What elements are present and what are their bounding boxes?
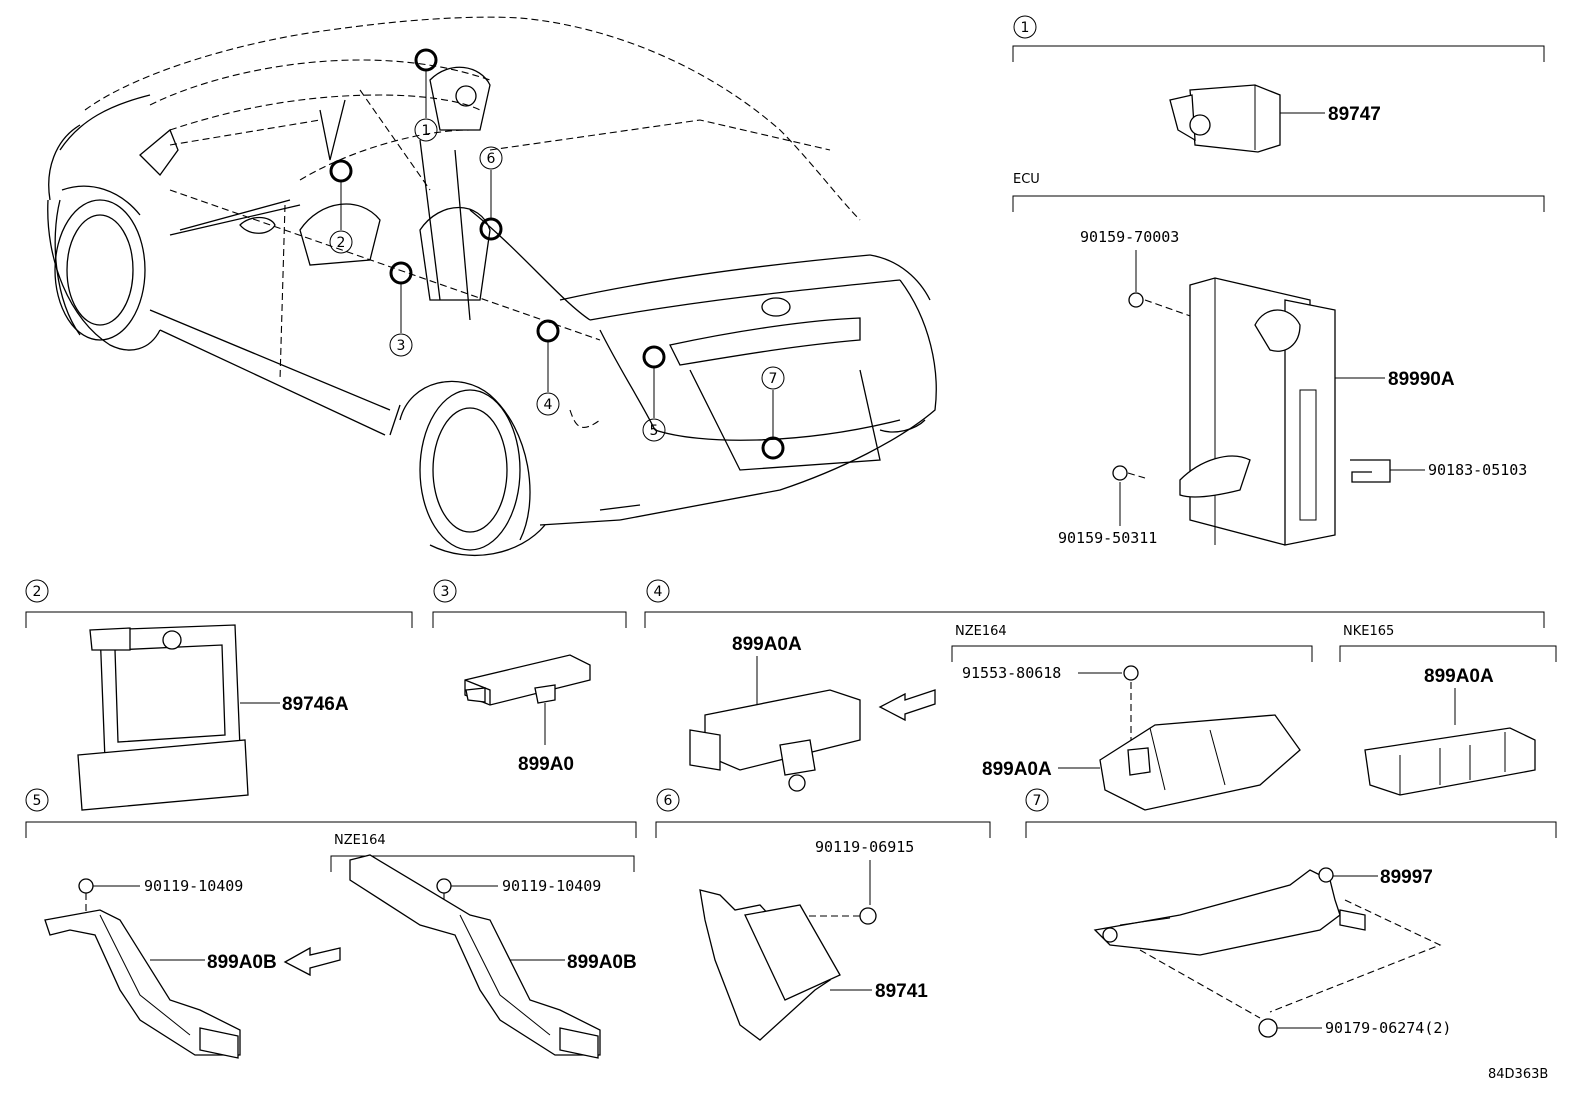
nke165-label: NKE165 [1343,624,1394,639]
part-90119-06915: 90119-06915 [815,838,914,856]
section-6: 6 90119-06915 89741 [655,788,991,1041]
section-7: 7 89997 90179-06274(2) [1025,788,1557,1038]
car-illustration [47,16,937,557]
part-89747: 89747 [1328,104,1381,125]
callout-1: 1 [422,123,431,139]
callout-3: 3 [397,338,406,354]
part-90183-05103: 90183-05103 [1428,461,1527,479]
part-89746A: 89746A [282,694,349,715]
section-5: 5 90119-10409 899A0B NZE164 90119-10409 … [25,788,637,1059]
part-89997: 89997 [1380,867,1433,888]
callout-6: 6 [487,151,496,167]
part-89741: 89741 [875,981,928,1002]
callout-leaders [340,70,774,438]
section-number: 1 [1021,20,1030,36]
part-899A0A-nze: 899A0A [982,759,1052,780]
nze164-label-s5: NZE164 [334,833,386,848]
section-number: 6 [664,793,673,809]
section-number: 5 [33,793,42,809]
location-markers [329,48,785,460]
ecu-label: ECU [1013,172,1040,187]
part-899A0B-right: 899A0B [567,952,637,973]
part-90119-10409-left: 90119-10409 [144,877,243,895]
part-89990A: 89990A [1388,369,1455,390]
part-899A0B-left: 899A0B [207,952,277,973]
part-90159-70003: 90159-70003 [1080,228,1179,246]
part-90159-50311: 90159-50311 [1058,529,1157,547]
section-number: 3 [441,584,450,600]
part-91553-80618: 91553-80618 [962,664,1061,682]
section-number: 7 [1033,793,1042,809]
callout-2: 2 [337,235,346,251]
callout-4: 4 [544,397,553,413]
part-899A0A-nke: 899A0A [1424,666,1494,687]
part-899A0: 899A0 [518,754,574,775]
callout-5: 5 [650,423,659,439]
callout-7: 7 [769,371,778,387]
section-number: 4 [654,584,663,600]
part-90179-06274: 90179-06274(2) [1325,1019,1451,1037]
part-899A0A-main: 899A0A [732,634,802,655]
section-ecu: ECU 90159-70003 89990A 90183-05103 90159… [1012,172,1545,547]
section-4: 4 899A0A NZE164 91553-80618 899A0A NKE16… [644,579,1557,811]
figure-code: 84D363B [1488,1067,1548,1082]
section-number: 2 [33,584,42,600]
nze164-label-s4: NZE164 [955,624,1007,639]
section-3: 3 899A0 [432,579,627,775]
car-callouts: 1 2 3 4 5 6 7 [329,118,785,442]
section-1: 1 89747 [1012,15,1545,153]
part-90119-10409-right: 90119-10409 [502,877,601,895]
section-2: 2 89746A [25,579,413,811]
